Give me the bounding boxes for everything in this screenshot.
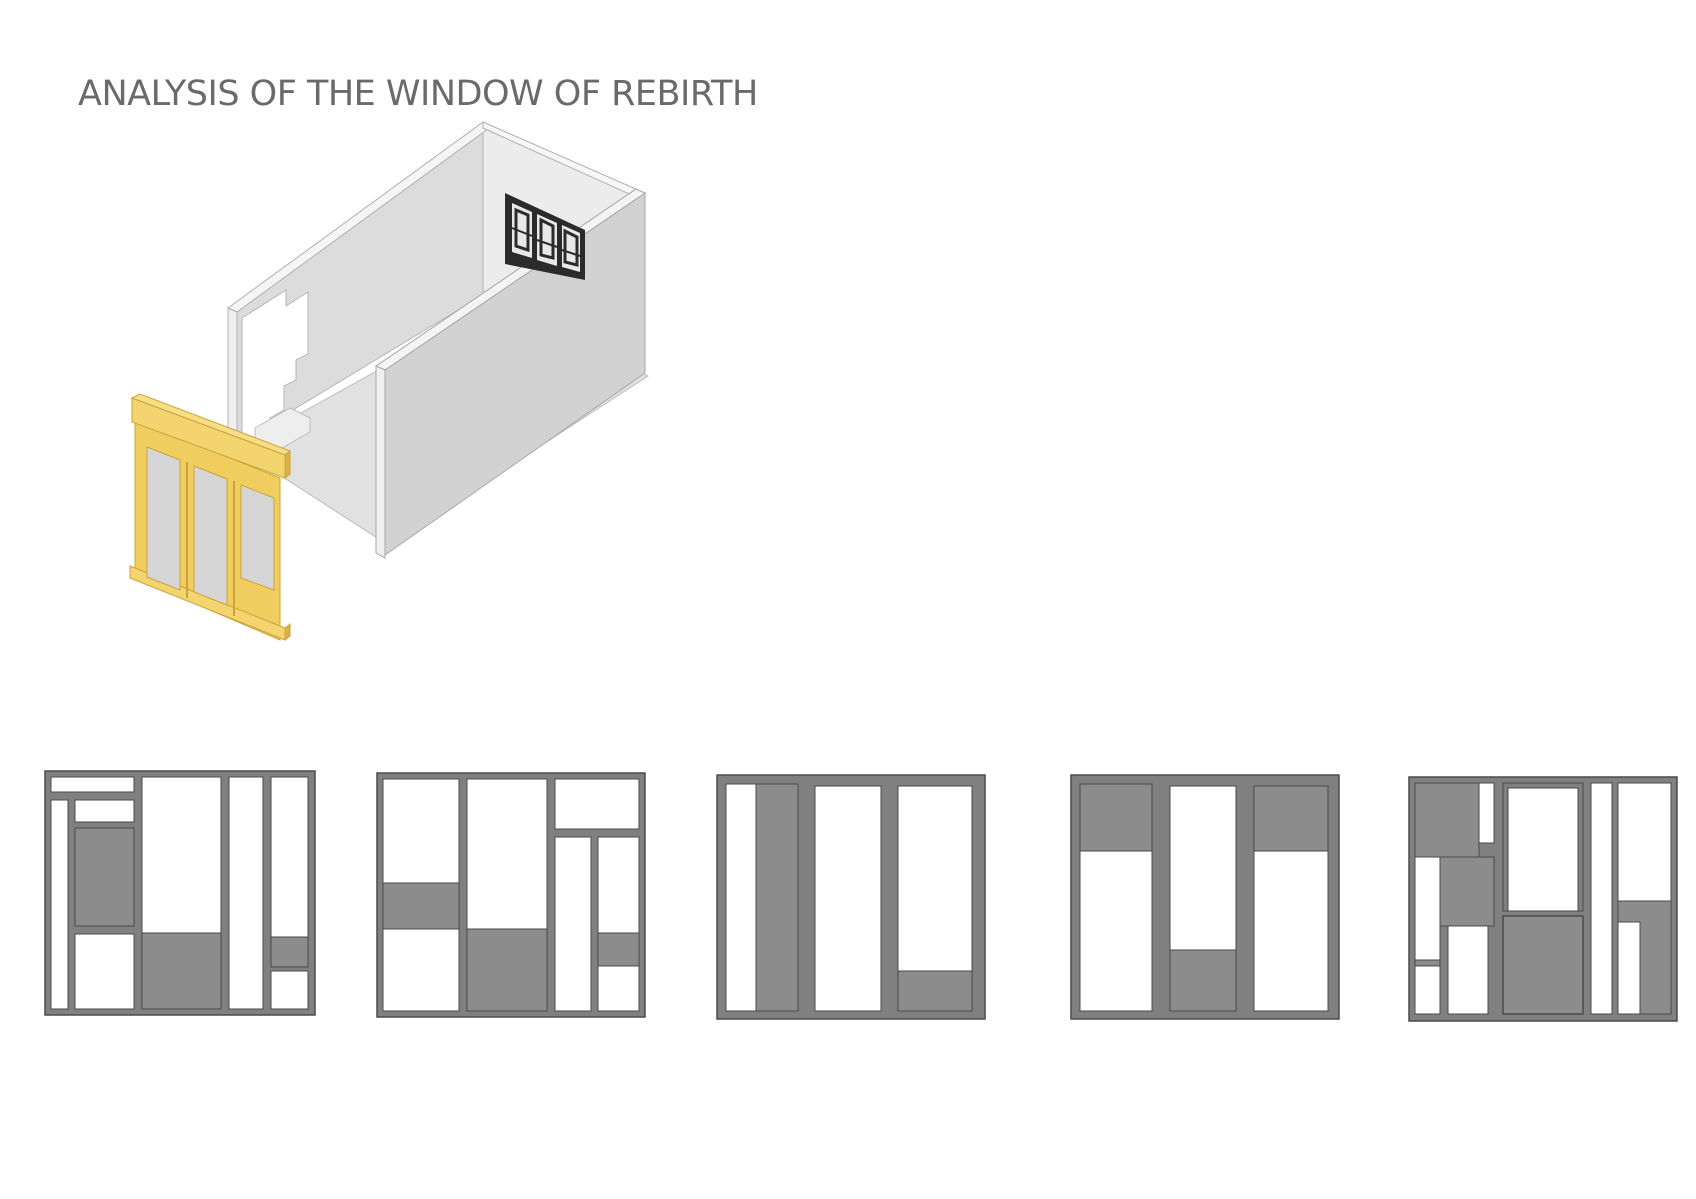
panel-3 bbox=[716, 774, 986, 1020]
room-front-wall-edge bbox=[375, 365, 386, 559]
axonometric-room-diagram bbox=[129, 121, 649, 642]
lattice-window-rear bbox=[505, 193, 585, 280]
panel-1 bbox=[44, 770, 316, 1016]
page-title: ANALYSIS OF THE WINDOW OF REBIRTH bbox=[78, 74, 758, 114]
panel-5 bbox=[1408, 776, 1678, 1022]
panel-4 bbox=[1070, 774, 1340, 1020]
yellow-window-front bbox=[129, 393, 291, 642]
panel-2 bbox=[376, 772, 646, 1018]
